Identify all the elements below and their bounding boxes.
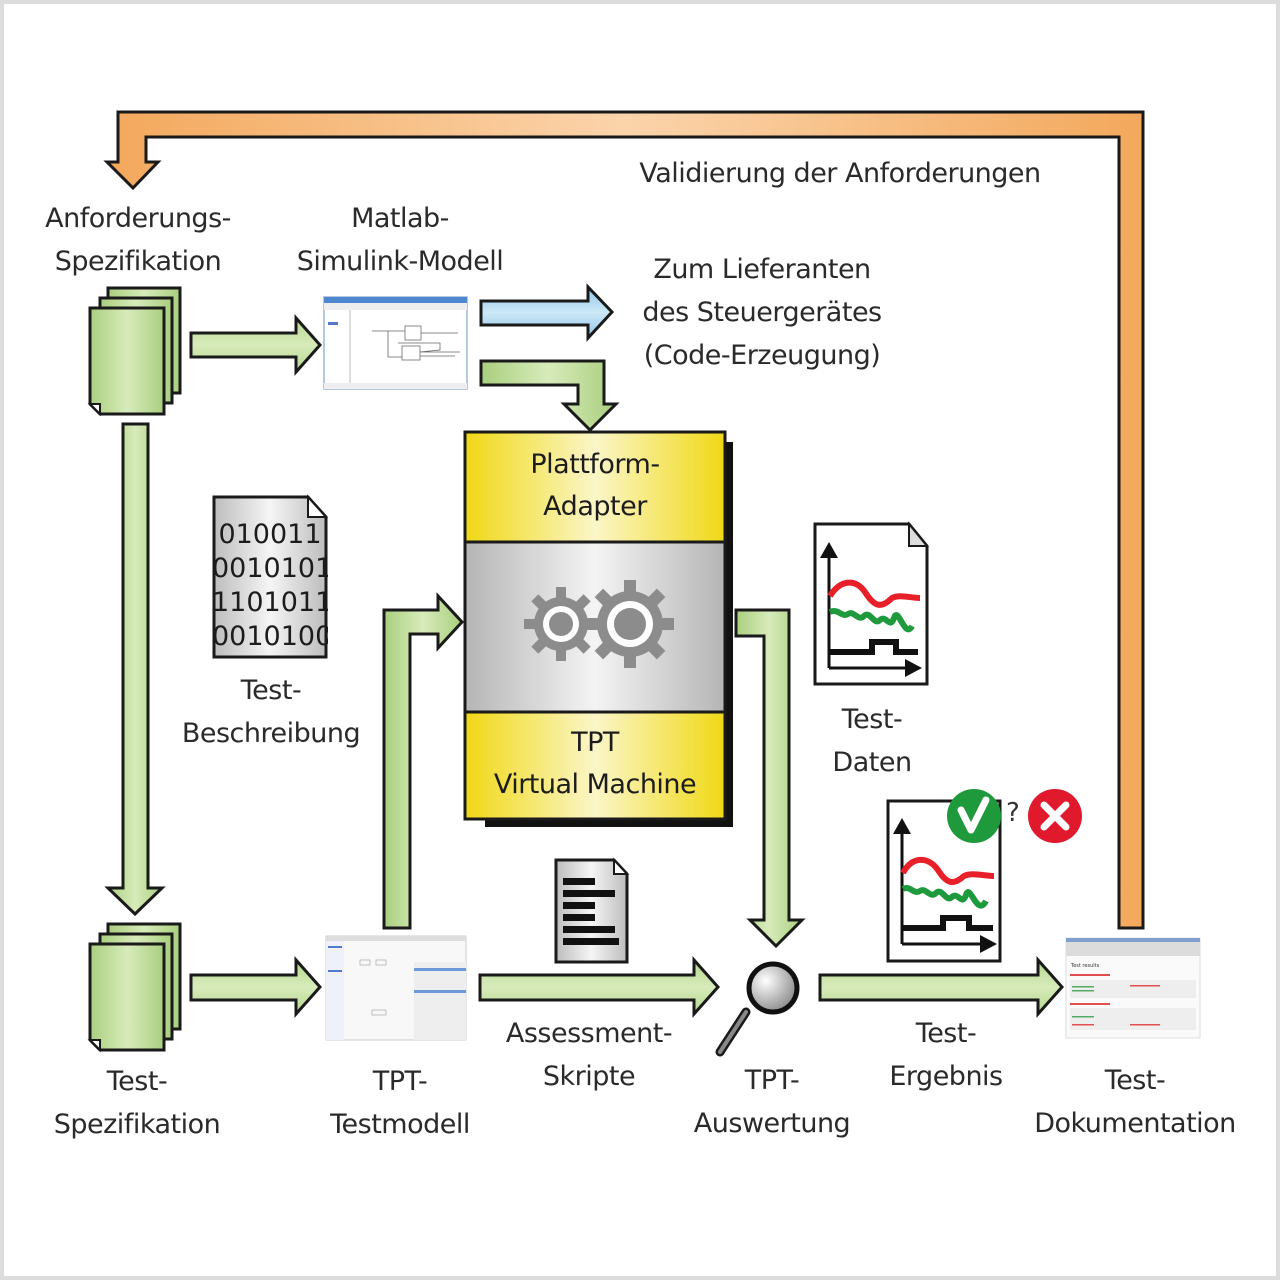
anforderungs-spezifikation-label: Anforderungs- Spezifikation	[45, 197, 231, 283]
arrow-vm-to-evaluation	[734, 608, 806, 949]
virtual-machine-label: TPT Virtual Machine	[493, 722, 697, 806]
arrow-testspec-to-testmodel	[189, 956, 323, 1018]
tpt-auswertung-label: TPT- Auswertung	[693, 1059, 851, 1145]
label-line: Matlab-	[351, 203, 449, 234]
verdict-question-mark: ?	[1006, 798, 1020, 828]
label-line: Assessment-	[505, 1018, 673, 1049]
label-line: Daten	[832, 747, 912, 778]
label-line: Test-	[841, 704, 903, 735]
label-line: TPT	[571, 727, 619, 758]
test-beschreibung-label: Test- Beschreibung	[181, 669, 361, 755]
gears-icon	[524, 580, 674, 668]
binary-line: 1101011	[212, 587, 328, 618]
label-line: Auswertung	[693, 1108, 851, 1139]
feedback-arrow-validation	[103, 110, 1145, 930]
arrow-requirements-to-test-spec	[104, 422, 166, 917]
label-line: Test-	[1104, 1065, 1166, 1096]
binary-line: 0010101	[212, 553, 328, 584]
test-spezifikation-label: Test- Spezifikation	[54, 1060, 221, 1146]
label-line: Zum Lieferanten	[653, 254, 871, 285]
plattform-adapter-section	[463, 430, 727, 544]
label-line: Testmodell	[330, 1109, 470, 1140]
tpt-testmodell-label: TPT- Testmodell	[330, 1060, 470, 1146]
label-line: des Steuergerätes	[642, 297, 882, 328]
label-line: Dokumentation	[1034, 1108, 1236, 1139]
arrow-to-supplier	[479, 283, 615, 342]
tpt-window-thumbnail	[325, 935, 467, 1041]
arrow-testmodel-to-evaluation	[478, 956, 721, 1018]
label-line: (Code-Erzeugung)	[643, 340, 881, 371]
binary-line: 0010100	[212, 621, 328, 652]
label-line: Test-	[240, 675, 302, 706]
test-daten-icon	[813, 521, 930, 686]
test-spezifikation-icon	[87, 922, 182, 1053]
pass-check-icon	[947, 789, 1001, 843]
test-dokumentation-label: Test- Dokumentation	[1034, 1059, 1236, 1145]
fail-cross-icon	[1028, 789, 1082, 843]
anforderungs-spezifikation-icon	[87, 286, 182, 417]
label-line: Plattform-	[530, 449, 660, 480]
feedback-label: Validierung der Anforderungen	[639, 158, 1041, 189]
label-line: Ergebnis	[889, 1061, 1003, 1092]
magnifier-icon	[715, 961, 800, 1057]
report-thumbnail-heading: Test results	[1071, 963, 1100, 969]
label-line: TPT-	[744, 1065, 800, 1096]
test-ergebnis-label: Test- Ergebnis	[889, 1012, 1003, 1098]
label-line: Anforderungs-	[45, 203, 231, 234]
test-ergebnis-icon	[886, 799, 1002, 963]
label-line: Spezifikation	[53, 1109, 221, 1140]
test-daten-label: Test- Daten	[832, 698, 912, 784]
label-line: Spezifikation	[54, 246, 222, 277]
test-beschreibung-icon	[212, 494, 329, 659]
plattform-adapter-label: Plattform- Adapter	[530, 444, 660, 528]
label-line: Simulink-Modell	[296, 246, 504, 277]
virtual-machine-section	[463, 710, 727, 821]
binary-code-lines: 010011 0010101 1101011 0010100	[212, 518, 328, 654]
arrow-simulink-to-adapter	[479, 359, 620, 433]
lieferant-label: Zum Lieferanten des Steuergerätes (Code-…	[642, 248, 882, 377]
label-line: TPT-	[372, 1066, 428, 1097]
arrow-evaluation-to-documentation	[818, 956, 1065, 1018]
label-line: Beschreibung	[181, 718, 361, 749]
label-line: Test-	[915, 1018, 977, 1049]
arrow-spec-to-simulink	[189, 314, 323, 376]
label-line: Adapter	[543, 491, 647, 522]
label-line: Test-	[106, 1066, 168, 1097]
report-window-thumbnail	[1065, 937, 1201, 1039]
simulink-modell-label: Matlab- Simulink-Modell	[297, 197, 504, 283]
assessment-skripte-icon	[554, 857, 630, 964]
assessment-skripte-label: Assessment- Skripte	[505, 1012, 673, 1098]
arrow-testmodel-to-vm	[382, 592, 465, 930]
label-line: Virtual Machine	[493, 769, 697, 800]
label-line: Skripte	[542, 1061, 636, 1092]
simulink-window-thumbnail	[323, 296, 468, 390]
binary-line: 010011	[218, 519, 322, 550]
